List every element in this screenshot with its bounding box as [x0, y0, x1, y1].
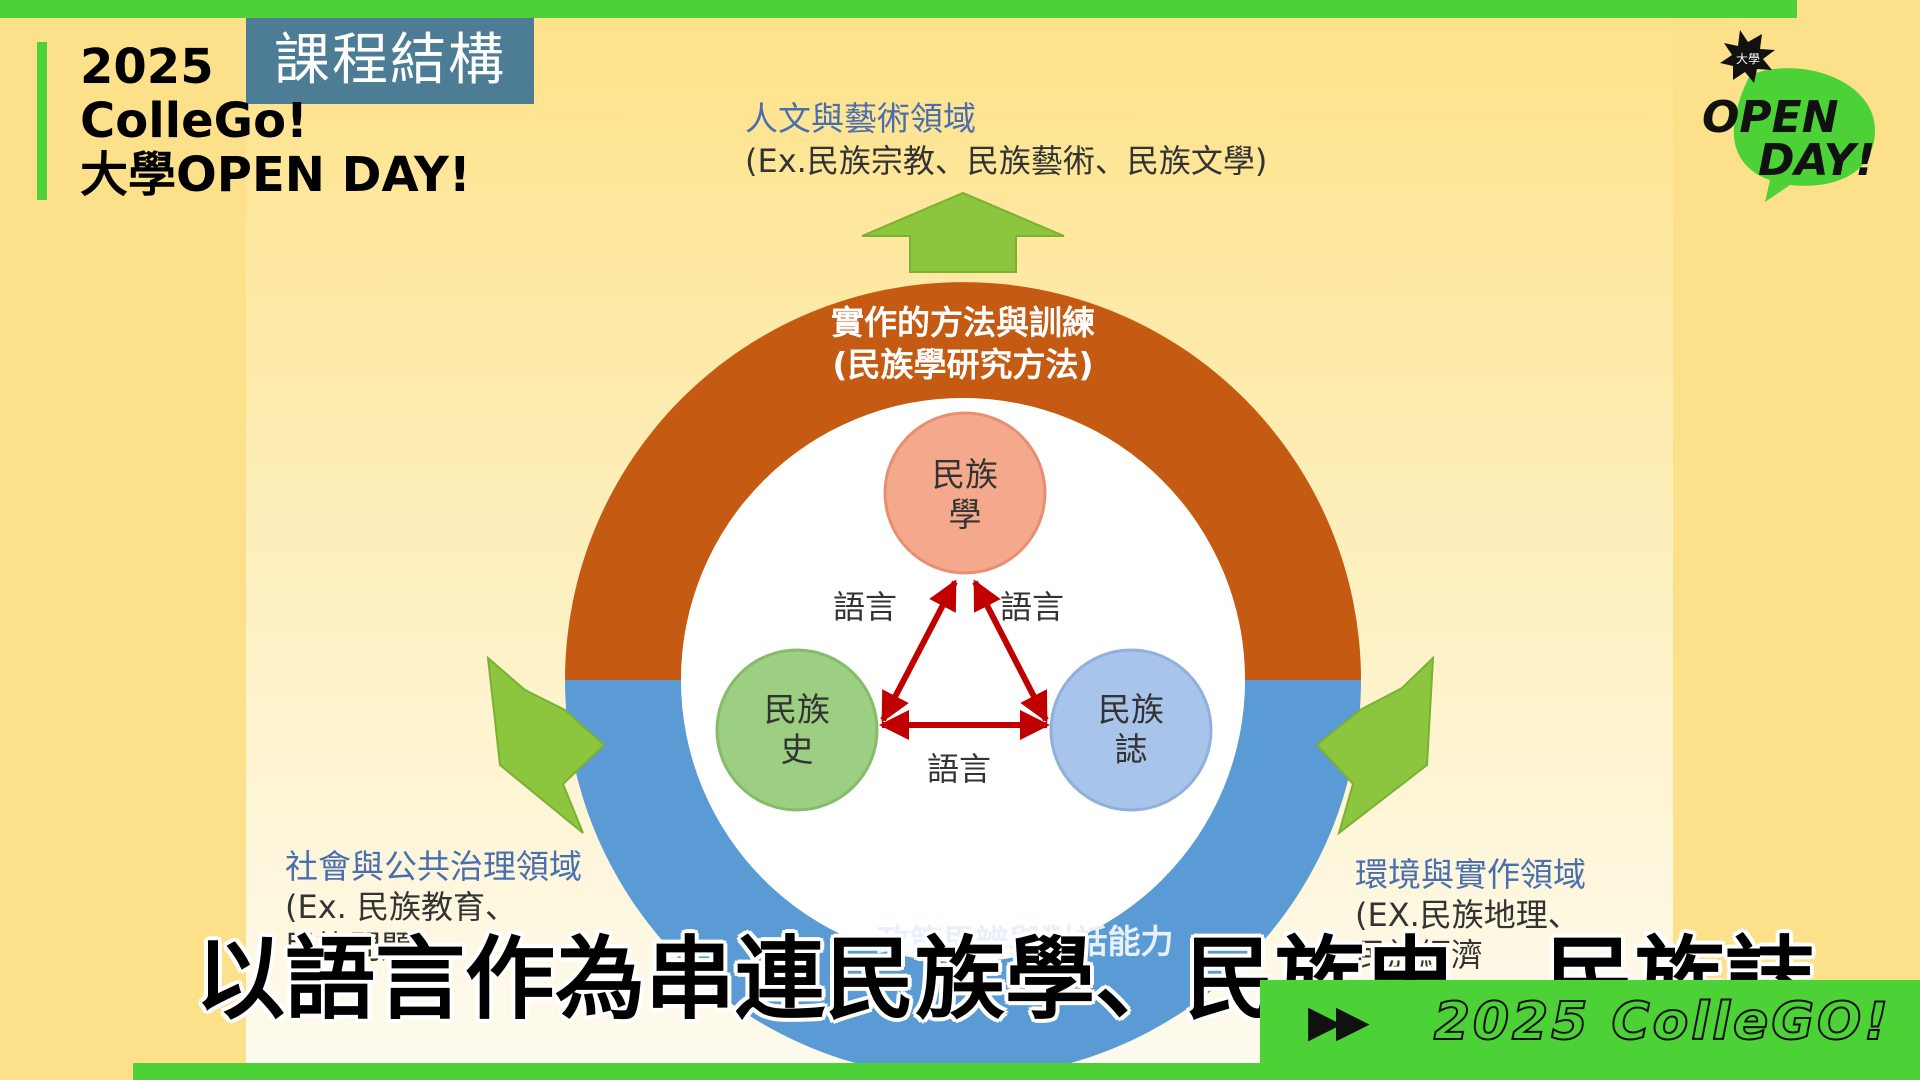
circle-ethnic-history: [715, 648, 879, 812]
brand-name: ColleGo!: [80, 93, 308, 149]
orange-ring: [565, 282, 1361, 680]
inner-circle: [681, 398, 1245, 962]
ethnic-history-label: 民族 史: [747, 690, 847, 770]
arrow-down-right-icon: [1315, 655, 1435, 836]
logo-burst-icon: [1720, 30, 1775, 83]
slide-title: 課程結構: [246, 18, 534, 104]
ethnography-label-line1: 民族: [1098, 690, 1164, 729]
left-domain-title: 社會與公共治理領域: [285, 847, 582, 886]
language-label-bottom: 語言: [927, 750, 992, 788]
ethnography-label-line2: 誌: [1114, 730, 1148, 769]
brand-title: 2025 ColleGo! 大學OPEN DAY!: [80, 40, 471, 202]
logo-line1: OPEN: [1702, 92, 1839, 143]
top-accent-bar: [0, 0, 1797, 18]
open-day-logo: 大學 OPEN DAY!: [1702, 30, 1875, 202]
language-label-left: 語言: [833, 588, 898, 626]
arrow-down-left-icon: [486, 655, 606, 834]
ethnic-history-label-line1: 民族: [764, 690, 830, 729]
arrow-up-icon: [861, 191, 1065, 273]
language-triangle: [879, 579, 1050, 740]
brand-accent-bar: [37, 42, 47, 200]
brand-event: 大學OPEN DAY!: [80, 147, 471, 203]
top-domain-examples: (Ex.民族宗教、民族藝術、民族文學): [745, 142, 1268, 180]
circle-ethnology: [883, 411, 1047, 575]
play-forward-icon: ▶▶: [1308, 996, 1370, 1047]
ethnic-history-label-line2: 史: [780, 730, 814, 769]
ethnology-label-line2: 學: [948, 495, 982, 534]
ethnology-label-line1: 民族: [932, 455, 998, 494]
right-domain-examples-2: 民族經濟: [1355, 936, 1484, 974]
logo-top-text: 大學: [1736, 52, 1760, 66]
bottom-banner: ▶▶ 2025 ColleGO!: [1260, 980, 1920, 1063]
left-domain-examples-2: 民族問題、: [285, 928, 446, 966]
right-domain-examples-1: (EX.民族地理、: [1355, 896, 1580, 934]
brand-year: 2025: [80, 39, 214, 95]
blue-ring: [565, 680, 1361, 1078]
ethnography-label: 民族 誌: [1081, 690, 1181, 770]
ethnology-label: 民族 學: [915, 455, 1015, 535]
bottom-accent-bar: [133, 1063, 1920, 1080]
left-domain-examples-1: (Ex. 民族教育、: [285, 888, 517, 926]
banner-text: 2025 ColleGO!: [1433, 991, 1891, 1053]
outer-ring-label: 實作的方法與訓練: [831, 303, 1095, 342]
top-domain-title: 人文與藝術領域: [745, 99, 976, 138]
circle-ethnography: [1049, 648, 1213, 812]
outer-ring-sublabel: (民族學研究方法): [832, 345, 1094, 384]
inner-ring-label: 政策思辨與對話能力: [876, 922, 1174, 961]
right-domain-title: 環境與實作領域: [1355, 855, 1586, 894]
logo-line2: DAY!: [1758, 135, 1875, 186]
language-label-right: 語言: [1000, 588, 1065, 626]
